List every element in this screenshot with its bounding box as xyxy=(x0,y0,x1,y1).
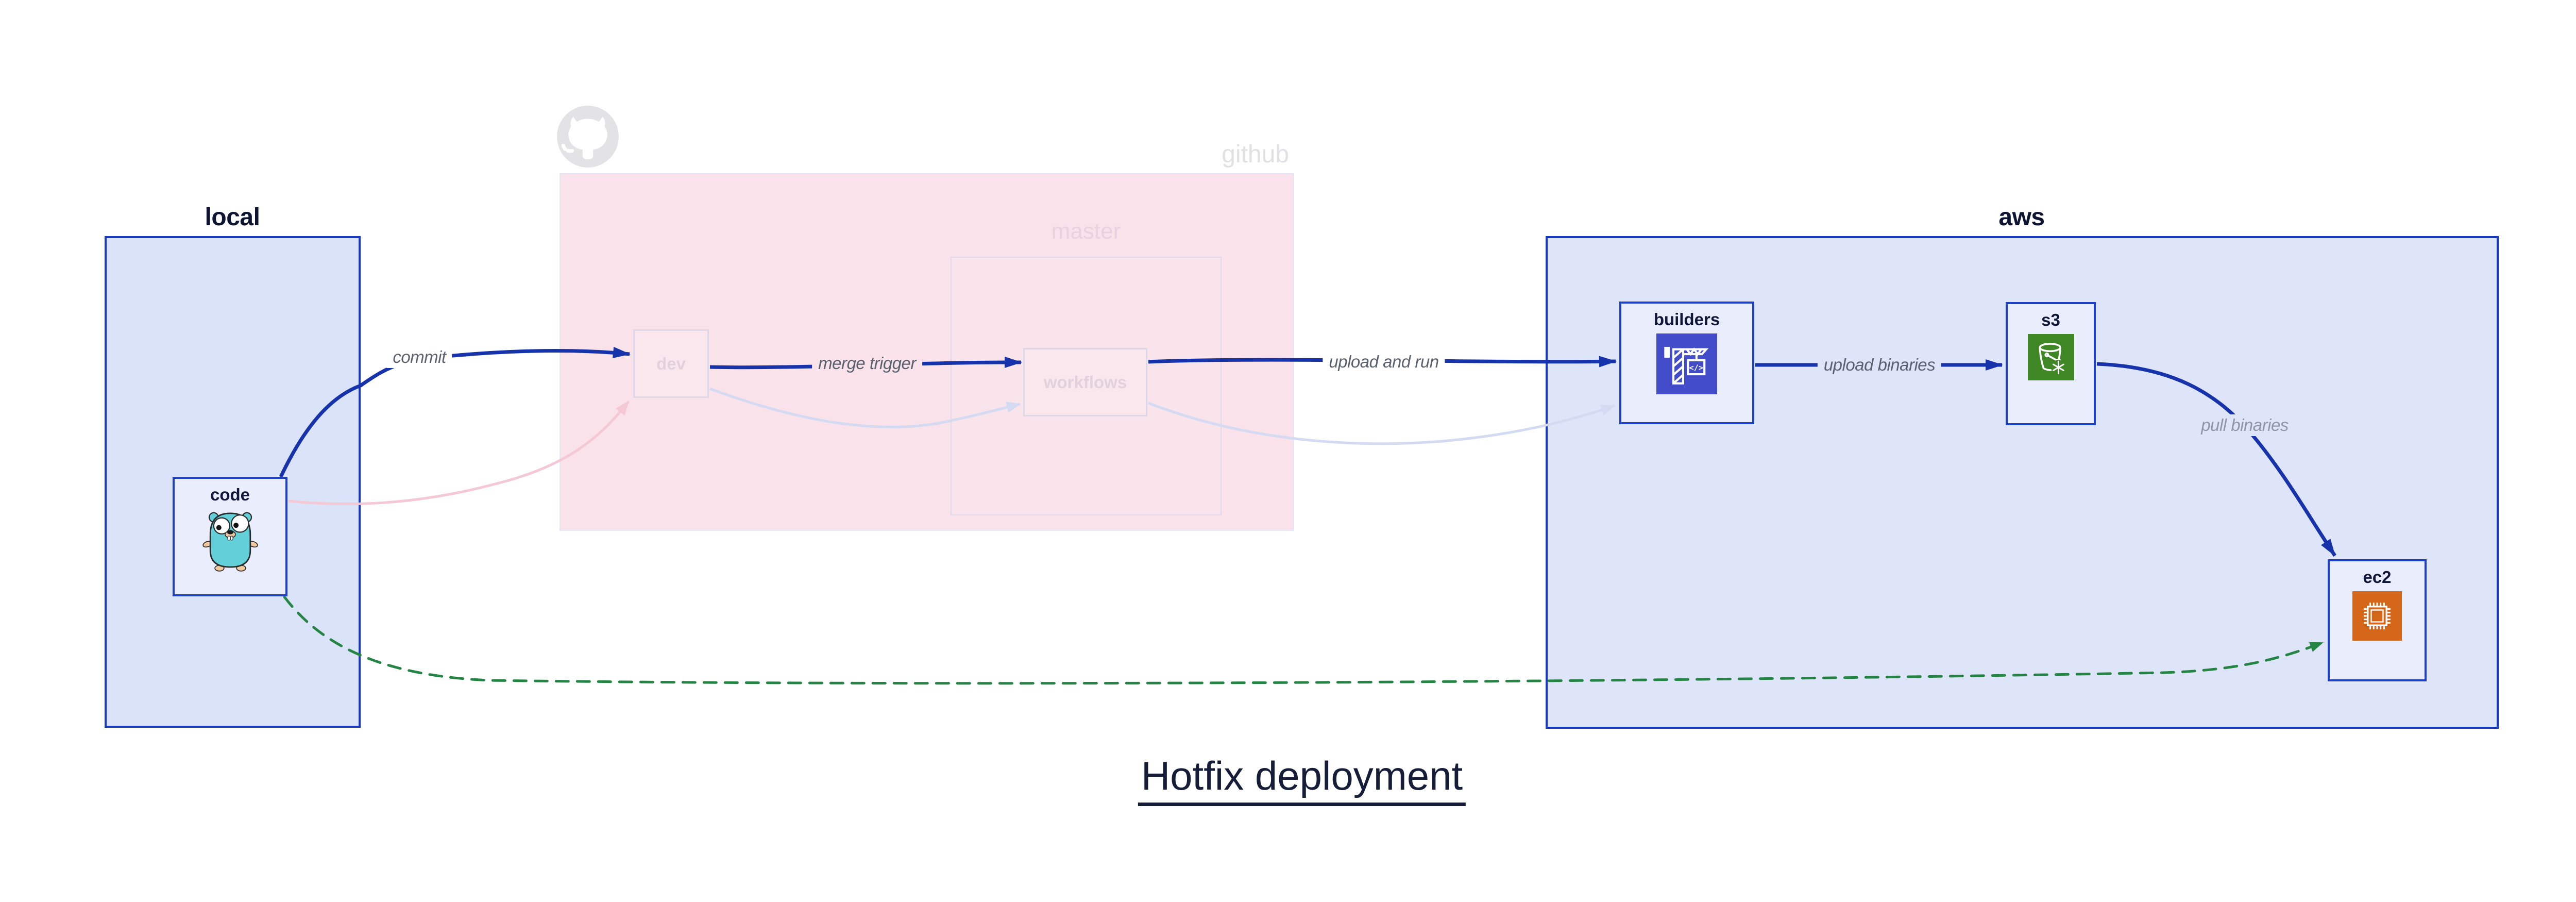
node-s3: s3 xyxy=(2006,302,2096,425)
s3-glacier-bucket-icon xyxy=(2027,334,2074,380)
edge-label-pull-binaries: pull binaries xyxy=(2195,414,2295,436)
node-workflows-label: workflows xyxy=(1043,372,1127,392)
go-gopher-icon xyxy=(201,509,259,572)
node-builders: builders </> xyxy=(1619,302,1754,424)
node-ec2-label: ec2 xyxy=(2363,567,2392,587)
edge-label-commit: commit xyxy=(386,346,452,368)
node-code: code xyxy=(173,477,287,596)
node-builders-label: builders xyxy=(1653,310,1720,329)
diagram-title-text: Hotfix deployment xyxy=(1138,753,1466,806)
edge-label-merge-trigger: merge trigger xyxy=(812,353,922,374)
github-octocat-icon xyxy=(556,105,619,168)
node-workflows: workflows xyxy=(1023,348,1147,416)
ec2-chip-icon xyxy=(2352,591,2402,641)
edge-label-upload-binaries: upload binaries xyxy=(1817,354,1942,376)
edge-label-upload-and-run: upload and run xyxy=(1323,351,1445,373)
node-s3-label: s3 xyxy=(2041,310,2060,329)
node-ec2: ec2 xyxy=(2328,559,2427,681)
aws-container-label: aws xyxy=(1998,204,2045,231)
svg-text:</>: </> xyxy=(1689,363,1703,372)
diagram-title: Hotfix deployment xyxy=(1138,753,1466,806)
node-code-label: code xyxy=(210,485,250,504)
codebuild-crane-icon: </> xyxy=(1656,333,1717,394)
master-container-label: master xyxy=(1051,219,1121,244)
node-dev-label: dev xyxy=(656,354,686,373)
local-container-label: local xyxy=(205,204,260,231)
github-container-label: github xyxy=(1222,141,1289,168)
node-dev: dev xyxy=(633,329,709,398)
